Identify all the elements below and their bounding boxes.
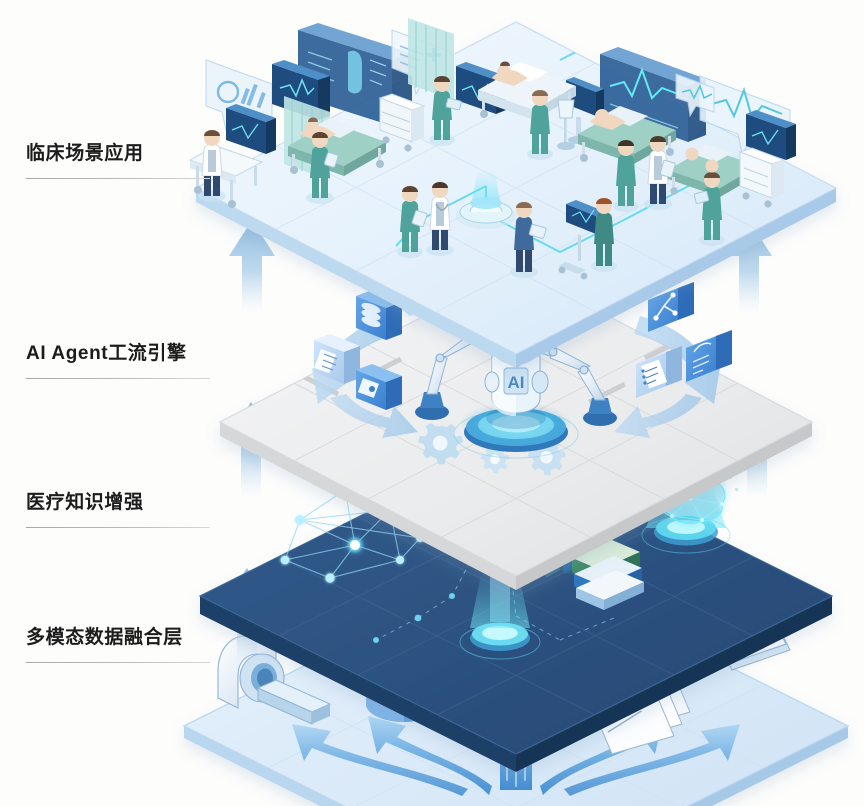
layer-label-clinical-text: 临床场景应用 — [26, 143, 144, 164]
clinician-tablet-front — [510, 202, 547, 278]
layer-label-knowledge-rule — [26, 527, 210, 528]
holo-panel-ecg-small — [675, 73, 715, 118]
service-robot-base — [456, 170, 516, 229]
layer-clinical[interactable] — [188, 18, 838, 368]
ultrasound-monitor — [746, 110, 796, 160]
nurse-scrubs-far-right — [693, 172, 725, 246]
patient-bed-center — [705, 159, 719, 173]
mri-scanner-icon — [217, 635, 332, 725]
doctor-consult-pair-nurse — [397, 186, 428, 258]
converging-arrow-left — [292, 716, 492, 796]
ai-robot-pedestal — [453, 402, 579, 459]
layer-label-agent-text: AI Agent工流引擎 — [26, 343, 187, 364]
layer-label-agent-rule — [26, 378, 210, 379]
layer-agent[interactable]: AI — [218, 267, 814, 590]
gear-medium-icon — [418, 422, 464, 465]
media-card-icon — [356, 364, 402, 410]
nurse-scrubs-bedside — [527, 90, 553, 160]
nurse-scrubs-left — [306, 132, 339, 204]
layer-label-data-rule — [26, 662, 210, 663]
layer-label-data-text: 多模态数据融合层 — [26, 627, 183, 648]
gear-small-icon — [480, 446, 510, 474]
robot-ai-badge: AI — [508, 373, 525, 392]
mobile-imaging-cart — [558, 200, 606, 280]
doctor-white-coat-left — [198, 130, 226, 202]
nurse-scrubs-center — [429, 76, 462, 146]
ultrasound-cart — [738, 147, 786, 208]
doctor-clipboard-right — [644, 136, 676, 210]
tech-at-imaging-station — [591, 198, 617, 272]
supply-cabinet — [378, 93, 426, 152]
layer-label-clinical[interactable]: 临床场景应用 — [26, 138, 212, 179]
workstation-monitor — [226, 104, 276, 154]
iv-stand — [557, 96, 575, 150]
converging-arrow-right — [540, 716, 740, 796]
robotic-arm-right — [517, 341, 617, 426]
database-card-icon — [356, 290, 402, 340]
flow-arrow-agent-to-clinical-left — [229, 220, 275, 314]
branch-workflow-card-icon — [648, 282, 694, 332]
report-card-icon — [686, 330, 732, 382]
doctor-consult-pair-doctor — [426, 182, 454, 256]
layer-label-data[interactable]: 多模态数据融合层 — [26, 622, 212, 663]
layer-label-knowledge-text: 医疗知识增强 — [26, 492, 144, 513]
checklist-card-icon — [636, 346, 682, 398]
layer-label-agent[interactable]: AI Agent工流引擎 — [26, 338, 212, 379]
layer-label-clinical-rule — [26, 178, 210, 179]
workflow-loop-arrow-right — [614, 316, 720, 438]
nurse-scrubs-right — [613, 140, 639, 212]
workflow-loop-arrow-left — [312, 316, 418, 438]
layer-label-knowledge[interactable]: 医疗知识增强 — [26, 487, 212, 528]
